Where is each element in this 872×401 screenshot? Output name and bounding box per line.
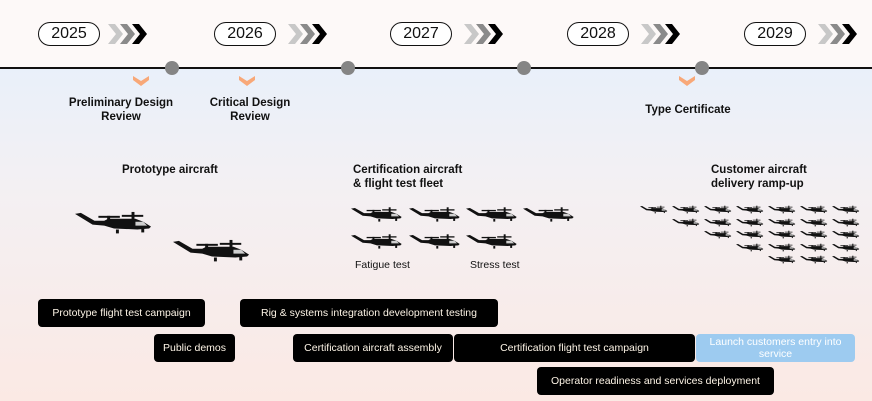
fatigue-test-label: Fatigue test: [355, 259, 410, 271]
timeline-dot: [695, 61, 709, 75]
aircraft-icon: [640, 205, 668, 214]
activity-cert-assembly: Certification aircraft assembly: [293, 334, 453, 362]
progress-chevrons-icon: [108, 24, 147, 44]
activity-cert-flight-test: Certification flight test campaign: [454, 334, 695, 362]
aircraft-icon: [736, 218, 764, 227]
year-2026: 2026: [214, 22, 276, 46]
aircraft-icon: [800, 230, 828, 239]
aircraft-icon: [672, 205, 700, 214]
aircraft-icon: [704, 205, 732, 214]
aircraft-icon: [800, 255, 828, 264]
title-line: & flight test fleet: [353, 178, 444, 190]
title-line: Customer aircraft: [711, 164, 807, 176]
aircraft-icon: [800, 205, 828, 214]
timeline-dot: [341, 61, 355, 75]
aircraft-icon: [704, 218, 732, 227]
aircraft-icon: [466, 233, 518, 250]
aircraft-icon: [832, 255, 860, 264]
aircraft-icon: [672, 218, 700, 227]
progress-chevrons-icon: [464, 24, 503, 44]
activity-operator-readiness: Operator readiness and services deployme…: [537, 367, 774, 395]
aircraft-icon: [832, 205, 860, 214]
year-2027: 2027: [390, 22, 452, 46]
aircraft-icon: [800, 218, 828, 227]
milestone-pdr: Preliminary Design Review: [68, 97, 174, 123]
aircraft-icon: [768, 205, 796, 214]
aircraft-icon: [736, 230, 764, 239]
activity-prototype-flight-test: Prototype flight test campaign: [38, 299, 205, 327]
aircraft-icon: [351, 233, 403, 250]
aircraft-icon: [768, 255, 796, 264]
progress-chevrons-icon: [818, 24, 857, 44]
activity-launch-customers: Launch customers entry into service: [696, 334, 855, 362]
aircraft-icon: [832, 230, 860, 239]
milestone-chevron-icon: [679, 76, 695, 86]
aircraft-icon: [173, 238, 251, 263]
milestone-chevron-icon: [239, 76, 255, 86]
milestone-chevron-icon: [133, 76, 149, 86]
phase-certification-title: Certification aircraft & flight test flee…: [353, 163, 462, 191]
aircraft-icon: [832, 243, 860, 252]
aircraft-icon: [351, 206, 403, 223]
aircraft-icon: [768, 243, 796, 252]
timeline-dot: [165, 61, 179, 75]
milestone-type-certificate: Type Certificate: [645, 104, 731, 116]
aircraft-icon: [704, 230, 732, 239]
phase-prototype-title: Prototype aircraft: [122, 164, 218, 176]
aircraft-icon: [736, 243, 764, 252]
title-line: Certification aircraft: [353, 164, 463, 176]
aircraft-icon: [736, 205, 764, 214]
timeline-axis: [0, 67, 872, 69]
year-2028: 2028: [567, 22, 629, 46]
year-2025: 2025: [38, 22, 100, 46]
activity-rig-testing: Rig & systems integration development te…: [240, 299, 498, 327]
progress-chevrons-icon: [641, 24, 680, 44]
title-line: delivery ramp-up: [711, 178, 804, 190]
aircraft-icon: [800, 243, 828, 252]
stress-test-label: Stress test: [470, 259, 520, 271]
aircraft-icon: [466, 206, 518, 223]
year-2029: 2029: [744, 22, 806, 46]
phase-customer-title: Customer aircraft delivery ramp-up: [711, 163, 807, 191]
progress-chevrons-icon: [288, 24, 327, 44]
aircraft-icon: [768, 230, 796, 239]
activity-public-demos: Public demos: [154, 334, 235, 362]
aircraft-icon: [409, 206, 461, 223]
aircraft-icon: [523, 206, 575, 223]
timeline-dot: [517, 61, 531, 75]
milestone-cdr: Critical Design Review: [209, 97, 291, 123]
aircraft-icon: [832, 218, 860, 227]
aircraft-icon: [409, 233, 461, 250]
aircraft-icon: [768, 218, 796, 227]
aircraft-icon: [75, 210, 153, 235]
